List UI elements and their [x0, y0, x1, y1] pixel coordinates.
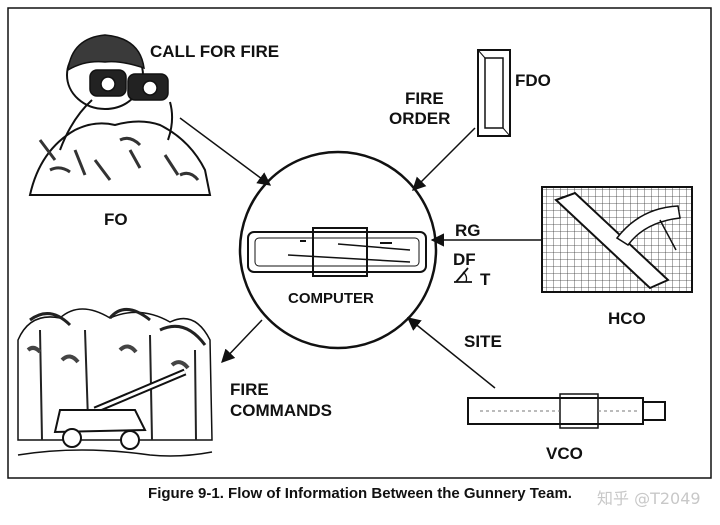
label-fire-order-line2: ORDER [389, 109, 451, 128]
label-vco: VCO [546, 444, 583, 463]
label-computer: COMPUTER [288, 290, 374, 307]
hco-plotting-board [541, 186, 693, 293]
label-t: T [480, 270, 491, 289]
label-fo: FO [104, 210, 128, 229]
figure-caption: Figure 9-1. Flow of Information Between … [148, 485, 572, 502]
label-site: SITE [464, 332, 502, 351]
arrow-fo-to-computer [179, 117, 272, 186]
label-fire-order-line1: FIRE [405, 89, 444, 108]
forward-observer-figure [28, 34, 212, 196]
label-fdo: FDO [515, 71, 551, 90]
label-fire-commands-line1: FIRE [230, 380, 269, 399]
watermark: 知乎 @T2049 [597, 489, 701, 508]
figure-border [7, 7, 712, 479]
arrow-computer-to-howitzer [221, 319, 263, 363]
label-hco: HCO [608, 309, 646, 328]
vco-slide-rule [467, 393, 666, 429]
label-df: DF [453, 250, 476, 269]
label-rg: RG [455, 221, 481, 240]
angle-t-symbol [454, 267, 472, 283]
arrow-fdo-to-computer [412, 127, 476, 191]
arrow-vco-to-computer [406, 317, 496, 389]
label-fire-commands-line2: COMMANDS [230, 401, 332, 420]
fdo-ruler [477, 49, 511, 137]
computer-device [247, 227, 427, 277]
howitzer-scene [17, 308, 213, 457]
label-call-for-fire: CALL FOR FIRE [150, 42, 280, 61]
